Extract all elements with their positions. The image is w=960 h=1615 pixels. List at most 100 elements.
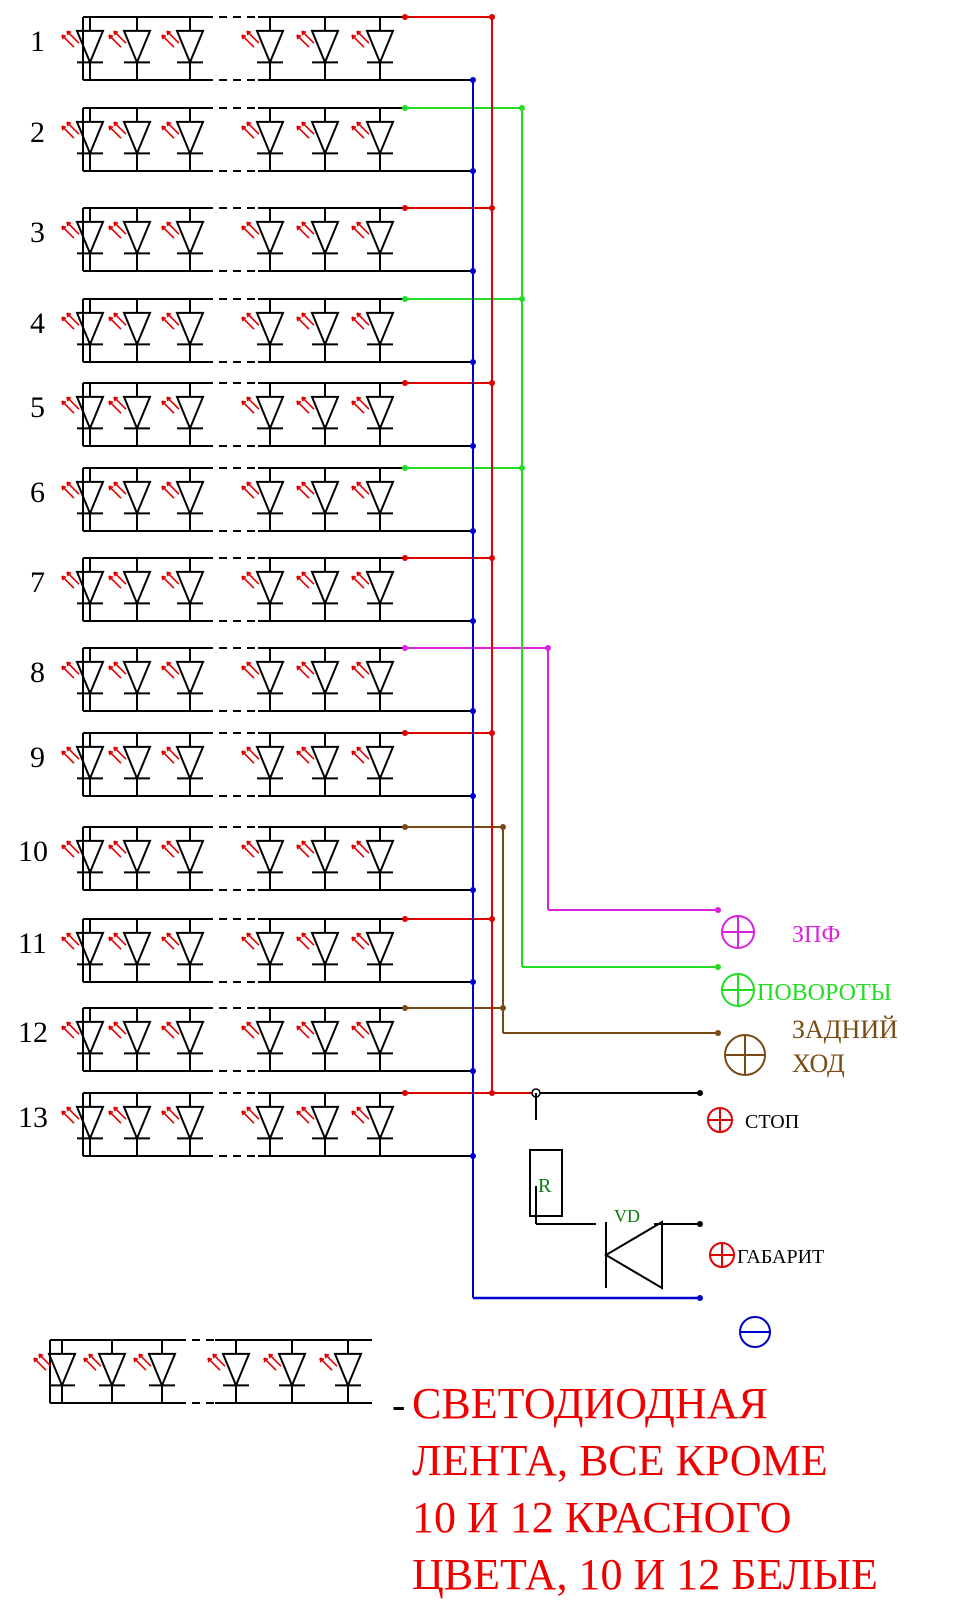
led-arrow-head: [241, 401, 244, 406]
led-arrow: [161, 844, 175, 858]
led-arrow: [246, 221, 260, 235]
terminal-dot: [715, 1030, 721, 1036]
led-triangle: [255, 570, 285, 606]
led-arrow: [351, 400, 365, 414]
led-arrow: [351, 750, 365, 764]
led-arrow: [241, 1025, 255, 1039]
led-triangle: [122, 745, 152, 781]
led-arrow-head: [133, 1358, 136, 1363]
led-arrow-head: [166, 222, 169, 227]
led-arrow: [108, 485, 122, 499]
led-arrow: [113, 30, 127, 44]
strip-number-label: 2: [30, 116, 45, 149]
led-arrow-head: [108, 1026, 111, 1031]
led-triangle: [255, 311, 285, 347]
led-strip: 10: [18, 826, 405, 891]
led-icon: [296, 733, 340, 796]
led-arrow-head: [301, 31, 304, 36]
led-arrow: [66, 661, 80, 675]
led-triangle: [122, 660, 152, 696]
led-arrow: [296, 750, 310, 764]
led-triangle: [365, 395, 395, 431]
led-arrow: [113, 481, 127, 495]
led-arrow: [351, 225, 365, 239]
led-icon: [296, 208, 340, 271]
led-triangle: [122, 931, 152, 967]
led-arrow: [356, 571, 370, 585]
led-arrow-head: [246, 841, 249, 846]
led-icon: [161, 919, 205, 982]
led-icon: [61, 108, 105, 171]
led-arrow: [246, 661, 260, 675]
led-arrow: [301, 1106, 315, 1120]
led-arrow: [161, 316, 175, 330]
led-triangle: [310, 839, 340, 875]
led-arrow: [61, 485, 75, 499]
strip-number-label: 6: [30, 476, 45, 509]
led-arrow: [296, 400, 310, 414]
led-arrow-head: [61, 751, 64, 756]
led-icon: [351, 208, 395, 271]
led-arrow: [241, 316, 255, 330]
led-icon: [108, 299, 152, 362]
led-arrow: [66, 396, 80, 410]
led-arrow-head: [113, 222, 116, 227]
led-arrow-head: [161, 666, 164, 671]
led-arrow: [351, 485, 365, 499]
strip-number-label: 7: [30, 566, 45, 599]
led-triangle: [75, 570, 105, 606]
led-arrow: [108, 665, 122, 679]
led-icon: [319, 1340, 363, 1403]
led-icon: [161, 208, 205, 271]
led-triangle: [310, 120, 340, 156]
terminal-fog: ЗПФ: [721, 915, 840, 949]
led-icon: [108, 1093, 152, 1156]
turn-label: ПОВОРОТЫ: [757, 980, 892, 1006]
led-arrow-head: [351, 666, 354, 671]
led-arrow: [66, 1106, 80, 1120]
led-arrow-head: [301, 222, 304, 227]
led-triangle: [310, 29, 340, 65]
led-arrow-head: [161, 317, 164, 322]
led-arrow-head: [356, 222, 359, 227]
terminal-turn: ПОВОРОТЫ: [721, 973, 892, 1007]
led-arrow-head: [113, 313, 116, 318]
led-arrow-head: [319, 1358, 322, 1363]
led-arrow-head: [113, 572, 116, 577]
led-arrow-head: [301, 841, 304, 846]
led-icon: [33, 1340, 77, 1403]
legend-line-3: 10 И 12 КРАСНОГО: [412, 1493, 792, 1542]
led-arrow: [246, 571, 260, 585]
led-arrow: [246, 1106, 260, 1120]
led-arrow: [166, 30, 180, 44]
led-triangle: [75, 839, 105, 875]
led-icon: [296, 468, 340, 531]
led-arrow-head: [241, 35, 244, 40]
led-icon: [241, 648, 285, 711]
strip-number-label: 12: [18, 1016, 48, 1049]
led-triangle: [122, 120, 152, 156]
led-arrow: [166, 221, 180, 235]
led-icon: [351, 299, 395, 362]
led-arrow-head: [246, 662, 249, 667]
led-triangle: [75, 1105, 105, 1141]
led-triangle: [122, 570, 152, 606]
led-arrow: [66, 932, 80, 946]
led-arrow-head: [301, 747, 304, 752]
led-arrow-head: [66, 1107, 69, 1112]
led-icon: [61, 827, 105, 890]
led-arrow-head: [351, 1026, 354, 1031]
led-arrow: [301, 481, 315, 495]
led-arrow-head: [161, 1111, 164, 1116]
led-arrow: [301, 932, 315, 946]
led-arrow-head: [166, 31, 169, 36]
led-arrow-head: [356, 747, 359, 752]
led-arrow-head: [66, 122, 69, 127]
led-arrow-head: [161, 1026, 164, 1031]
led-arrow: [113, 746, 127, 760]
led-triangle: [255, 220, 285, 256]
led-arrow-head: [246, 31, 249, 36]
led-triangle: [365, 29, 395, 65]
led-arrow: [241, 750, 255, 764]
led-arrow-head: [356, 1022, 359, 1027]
